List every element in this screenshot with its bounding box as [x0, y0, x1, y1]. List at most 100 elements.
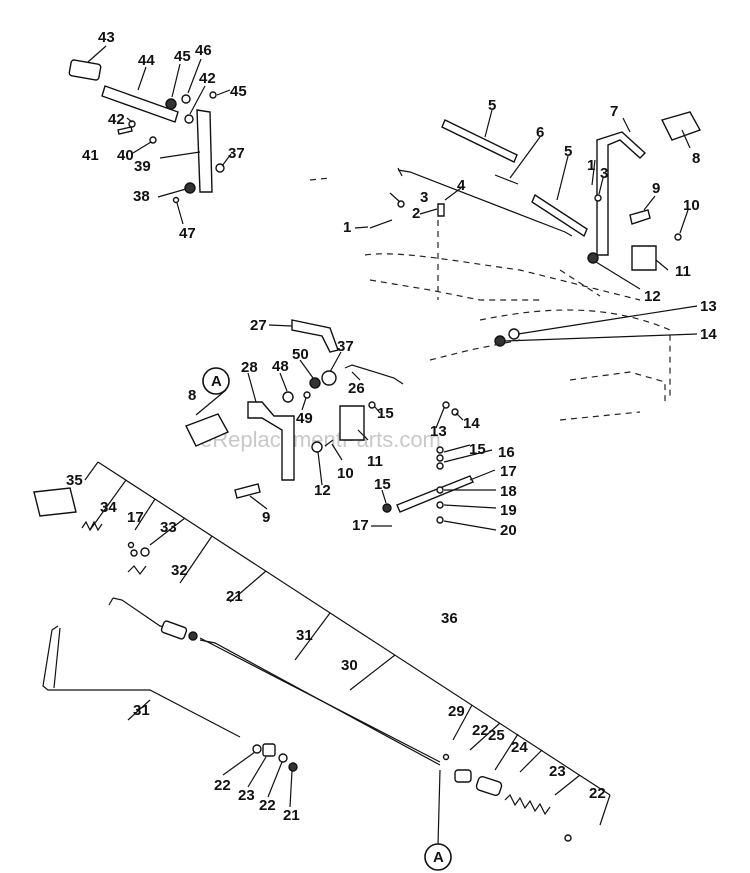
label-40: 40	[117, 147, 134, 164]
sleeve-24	[475, 775, 503, 797]
top-right-linkage	[309, 109, 702, 421]
label-21b: 21	[283, 807, 300, 824]
label-7: 7	[610, 103, 618, 120]
pin-1	[369, 219, 393, 229]
label-33: 33	[160, 519, 177, 536]
callout-a-top-label: A	[211, 373, 222, 390]
label-13b: 13	[430, 423, 447, 440]
nut-20	[436, 516, 444, 524]
label-36: 36	[441, 610, 458, 627]
washer-15b	[436, 446, 444, 454]
pin-22c	[442, 753, 450, 761]
label-45b: 45	[230, 83, 247, 100]
label-13a: 13	[700, 298, 717, 315]
label-6: 6	[536, 124, 544, 141]
pedal-pad-43	[68, 59, 102, 81]
bottom-rod-assembly	[33, 461, 611, 846]
label-1a: 1	[587, 157, 595, 174]
washer-42	[184, 114, 194, 124]
label-11a: 11	[675, 263, 691, 280]
washer-3	[397, 200, 405, 208]
washer-22b	[278, 753, 288, 763]
clip-10b	[324, 439, 334, 447]
label-27: 27	[250, 317, 267, 334]
arm-39	[196, 109, 213, 193]
spring-23	[262, 743, 276, 757]
washer-22d	[564, 834, 572, 842]
label-31b: 31	[133, 702, 150, 719]
label-18: 18	[500, 483, 517, 500]
label-22d: 22	[259, 797, 276, 814]
bracket-11b	[339, 405, 365, 441]
label-5b: 5	[564, 143, 572, 160]
washer-3b	[594, 194, 602, 202]
bar-44	[101, 85, 179, 123]
label-43: 43	[98, 29, 115, 46]
nut-15c	[382, 503, 392, 513]
label-50: 50	[292, 346, 309, 363]
bolt-9b	[234, 483, 261, 499]
washer-49	[303, 391, 311, 399]
label-31a: 31	[296, 627, 313, 644]
pedal-arm-7	[596, 131, 647, 256]
label-10a: 10	[683, 197, 700, 214]
label-15c: 15	[374, 476, 391, 493]
label-34: 34	[100, 499, 117, 516]
bolt-41	[117, 126, 133, 135]
label-5a: 5	[488, 97, 496, 114]
label-17a: 17	[500, 463, 517, 480]
label-48: 48	[272, 358, 289, 375]
label-8b: 8	[188, 387, 196, 404]
label-38: 38	[133, 188, 150, 205]
washer-33	[140, 547, 150, 557]
pedal-pad-8b	[185, 413, 229, 447]
callout-a-bottom-label: A	[433, 849, 444, 866]
nut-48	[282, 391, 294, 403]
coupler-25	[454, 769, 472, 783]
label-9b: 9	[262, 509, 270, 526]
nut-45b	[209, 91, 217, 99]
callout-a-top	[202, 367, 230, 395]
pin-17c	[127, 541, 135, 549]
label-26: 26	[348, 380, 365, 397]
label-30: 30	[341, 657, 358, 674]
washer-46	[181, 94, 191, 104]
rod-31	[42, 625, 241, 738]
nut-45	[165, 98, 177, 110]
label-29: 29	[448, 703, 465, 720]
nut-50	[309, 377, 321, 389]
label-32: 32	[171, 562, 188, 579]
label-22c: 22	[214, 777, 231, 794]
bolt-9	[629, 209, 651, 225]
label-22a: 22	[472, 722, 489, 739]
label-15a: 15	[377, 405, 394, 422]
label-16: 16	[498, 444, 515, 461]
nut-12b	[311, 441, 323, 453]
label-23b: 23	[238, 787, 255, 804]
rod-4	[397, 169, 573, 237]
callout-a-bottom	[424, 843, 452, 871]
spring-23b	[504, 793, 551, 816]
bracket-11	[631, 245, 657, 271]
label-37a: 37	[228, 145, 245, 162]
nut-21b	[288, 762, 298, 772]
nut-38	[184, 182, 196, 194]
link-5b	[531, 193, 588, 238]
link-5a	[441, 119, 518, 163]
washer-13b	[442, 401, 450, 409]
label-28: 28	[241, 359, 258, 376]
label-17c: 17	[127, 509, 144, 526]
middle-pedal-assembly	[185, 319, 497, 531]
pedal-arm-28	[247, 401, 295, 481]
washer-42b	[128, 120, 136, 128]
clip-10	[674, 233, 682, 241]
washer-37b	[321, 370, 337, 386]
lever-16	[396, 475, 474, 513]
label-49: 49	[296, 410, 313, 427]
label-3b: 3	[420, 189, 428, 206]
part-number-labels: 43 44 45 46 42 45 42 41 40 39 37 38 47 5…	[66, 29, 717, 824]
washer-18	[436, 486, 444, 494]
label-12a: 12	[644, 288, 661, 305]
label-9a: 9	[652, 180, 660, 197]
